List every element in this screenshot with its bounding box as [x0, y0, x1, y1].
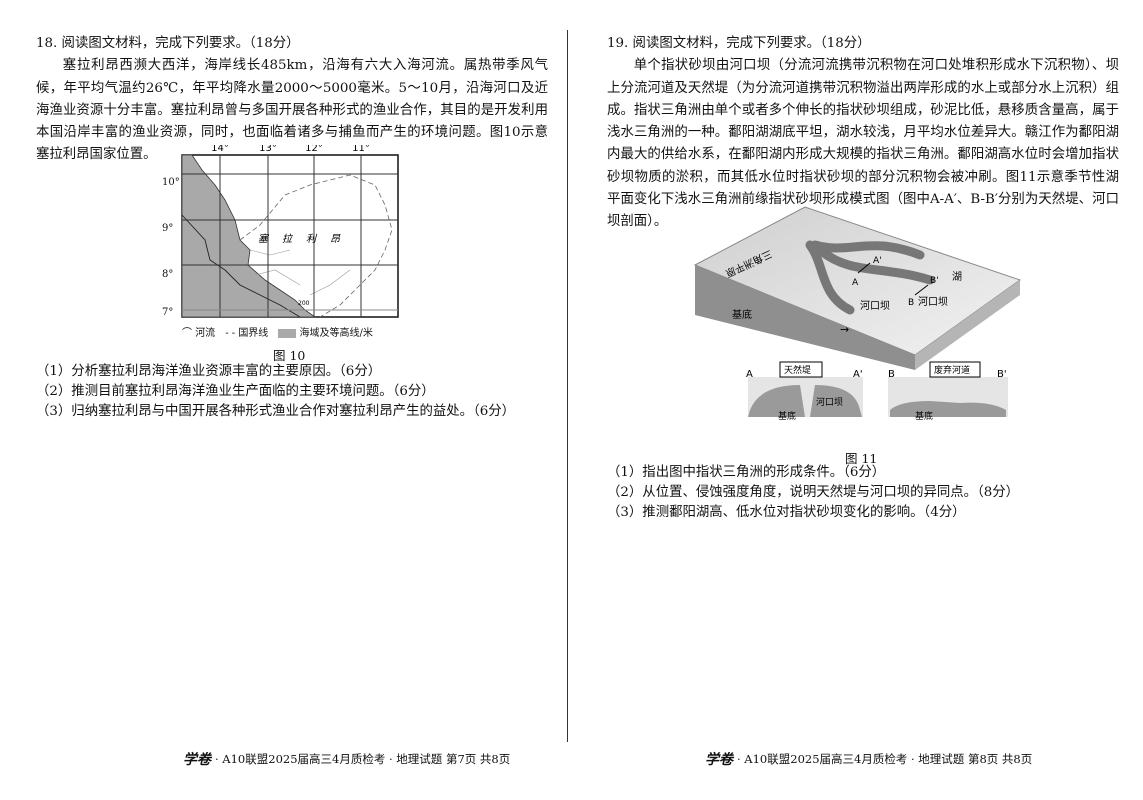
- legend-border: - - 国界线: [225, 328, 269, 339]
- section-bar-label: 河口坝: [816, 396, 843, 408]
- mouth-bar-label: 河口坝: [860, 300, 890, 312]
- mouth-bar-label: 河口坝: [918, 296, 948, 308]
- lat-label: 8°: [162, 269, 174, 280]
- subquestion: （1）指出图中指状三角洲的形成条件。（6分）: [607, 465, 886, 480]
- map-legend: ⌒ 河流 - - 国界线 海域及等高线/米: [182, 324, 373, 339]
- legend-river: ⌒ 河流: [182, 328, 216, 339]
- lon-label: 11°: [352, 145, 370, 154]
- rivers: [249, 249, 351, 296]
- legend-sea: 海域及等高线/米: [278, 324, 373, 339]
- base-label: 基底: [732, 308, 752, 321]
- subquestion: （2）从位置、侵蚀强度角度，说明天然堤与河口坝的异同点。（8分）: [607, 484, 1020, 500]
- subquestion: （1）分析塞拉利昂海洋渔业资源丰富的主要原因。（6分）: [36, 364, 382, 379]
- page-divider: [567, 30, 568, 742]
- label-a: A: [852, 278, 859, 288]
- subquestion: （2）推测目前塞拉利昂海洋渔业生产面临的主要环境问题。（6分）: [36, 383, 435, 399]
- lon-label: 14°: [211, 145, 229, 154]
- figure-10-caption: 图 10: [273, 348, 306, 363]
- footer-text: · A10联盟2025届高三4月质检考 · 地理试题 第7页 共8页: [215, 752, 511, 766]
- question-19-subquestions: （1）指出图中指状三角洲的形成条件。（6分） （2）从位置、侵蚀强度角度，说明天…: [607, 463, 1127, 522]
- label-b: B: [908, 298, 914, 308]
- question-18: 18. 阅读图文材料，完成下列要求。（18分） 塞拉利昂西濒大西洋，海岸线长48…: [36, 33, 548, 167]
- section-label-b: B: [888, 369, 895, 380]
- question-19-title: 19. 阅读图文材料，完成下列要求。（18分）: [607, 36, 871, 51]
- footer-page-8: 学卷 · A10联盟2025届高三4月质检考 · 地理试题 第8页 共8页: [705, 749, 1032, 769]
- section-base-label: 基底: [915, 410, 933, 422]
- lat-label: 10°: [162, 177, 180, 188]
- question-18-material: 塞拉利昂西濒大西洋，海岸线长485km，沿海有六大入海河流。属热带季风气候，年平…: [36, 58, 548, 163]
- logo: 学卷: [705, 752, 733, 768]
- footer-text: · A10联盟2025届高三4月质检考 · 地理试题 第8页 共8页: [737, 752, 1033, 766]
- levee-callout: 天然堤: [784, 364, 811, 376]
- section-label-b-prime: B': [997, 369, 1007, 380]
- contour-200: [181, 214, 301, 318]
- block-side: [695, 265, 915, 370]
- figure-11-caption: 图 11: [845, 451, 878, 466]
- footer-page-7: 学卷 · A10联盟2025届高三4月质检考 · 地理试题 第7页 共8页: [183, 749, 510, 769]
- question-18-title: 18. 阅读图文材料，完成下列要求。（18分）: [36, 36, 300, 51]
- abandoned-channel-callout: 废弃河道: [934, 364, 970, 376]
- border-line: [239, 174, 393, 318]
- subquestion: （3）推测鄱阳湖高、低水位对指状砂坝变化的影响。（4分）: [607, 504, 966, 520]
- lat-labels: 10° 9° 8° 7°: [162, 160, 180, 328]
- section-base-label: 基底: [778, 410, 796, 422]
- question-18-subquestions: （1）分析塞拉利昂海洋渔业资源丰富的主要原因。（6分） （2）推测目前塞拉利昂海…: [36, 362, 556, 421]
- distributary-channels: [805, 240, 935, 315]
- lon-label: 13°: [259, 145, 277, 154]
- label-a-prime: A': [873, 256, 882, 266]
- contour-label: 200: [298, 300, 310, 307]
- lat-label: 9°: [162, 223, 174, 234]
- country-label: 塞拉利昂: [258, 233, 354, 245]
- section-label-a: A: [746, 369, 753, 380]
- sierra-leone-map: 14° 13° 12° 11° 塞拉利昂 200: [181, 145, 399, 318]
- label-b-prime: B': [930, 276, 939, 286]
- finger-delta-diagram: 三角洲平原 A' A B' B 湖 河口坝 河口坝 基底 → 天然堤 A A' …: [693, 206, 1022, 422]
- lat-label: 7°: [162, 307, 174, 318]
- sea-area: [181, 154, 317, 318]
- subquestion: （3）归纳塞拉利昂与中国开展各种形式渔业合作对塞拉利昂产生的益处。（6分）: [36, 403, 516, 419]
- question-19-material: 单个指状砂坝由河口坝（分流河流携带沉积物在河口处堆积形成水下沉积物）、坝上分流河…: [607, 58, 1119, 230]
- question-19: 19. 阅读图文材料，完成下列要求。（18分） 单个指状砂坝由河口坝（分流河流携…: [607, 33, 1119, 234]
- lon-label: 12°: [305, 145, 323, 154]
- lake-label: 湖: [952, 271, 962, 283]
- block-front: [915, 280, 1020, 370]
- logo: 学卷: [183, 752, 211, 768]
- svg-text:→: →: [840, 323, 849, 336]
- section-label-a-prime: A': [853, 369, 863, 380]
